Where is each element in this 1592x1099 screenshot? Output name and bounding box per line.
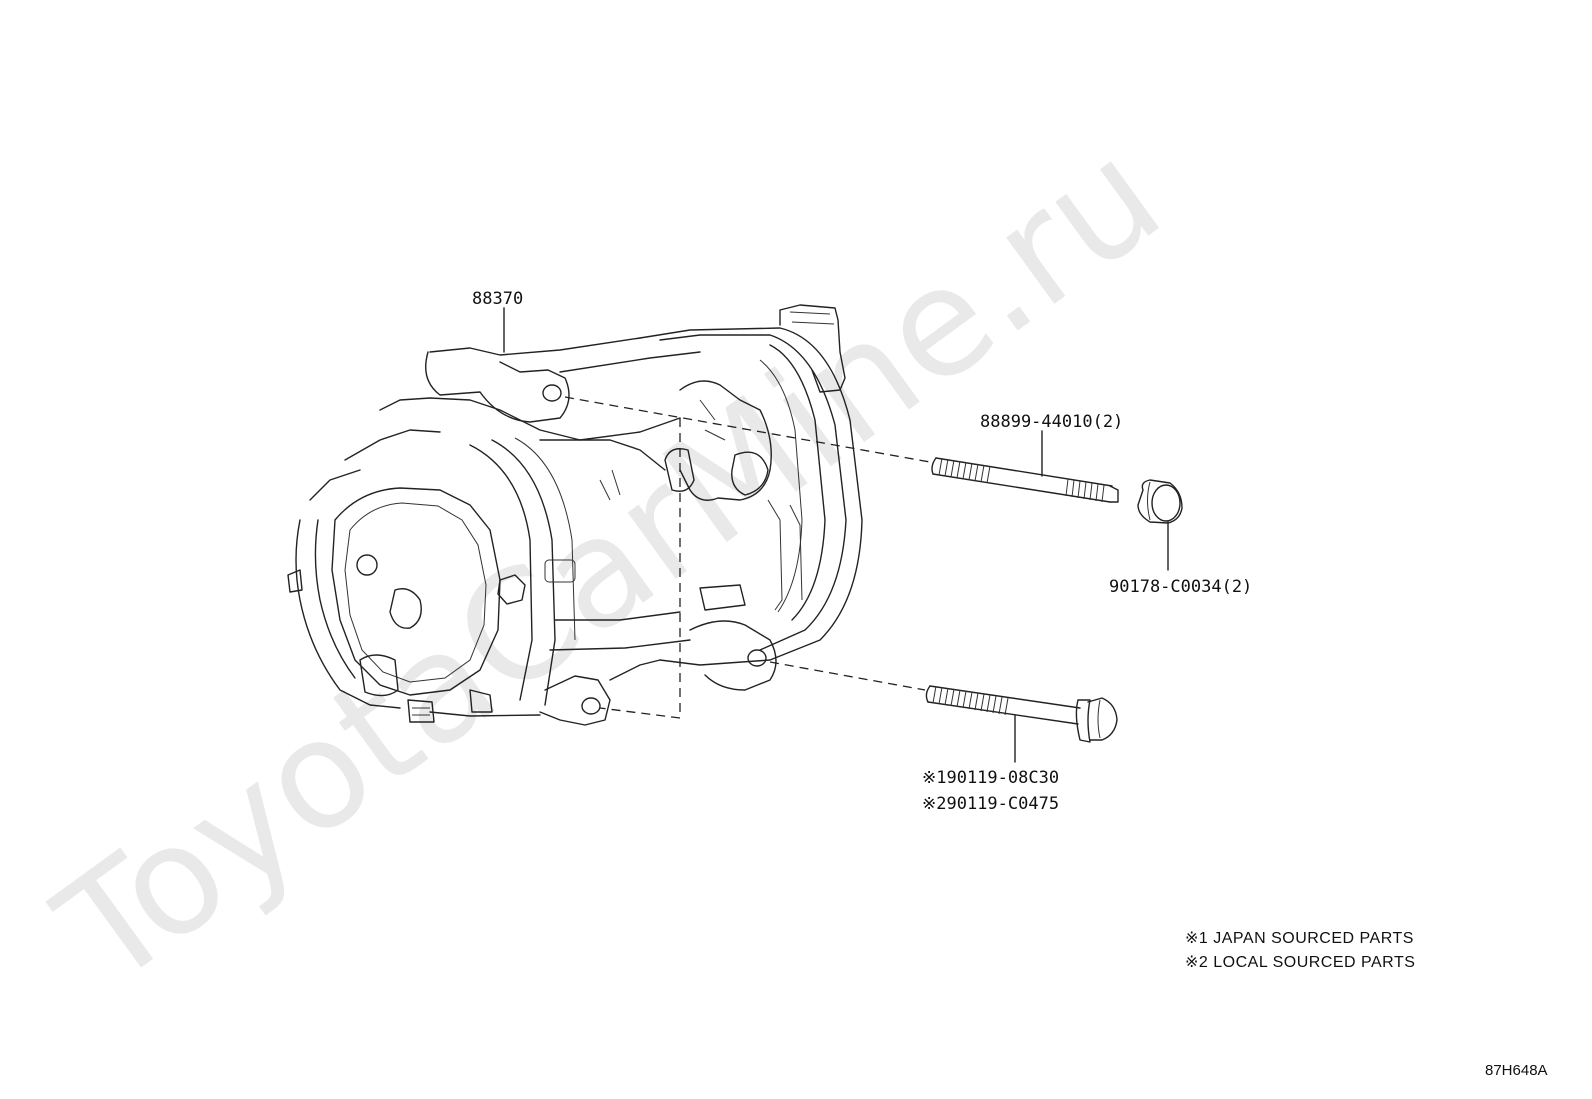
label-bolt-japan[interactable]: ※190119-08C30 (922, 768, 1059, 788)
legend-note-local: ※2 LOCAL SOURCED PARTS (1185, 954, 1415, 971)
label-bolt-local[interactable]: ※290119-C0475 (922, 794, 1059, 814)
label-compressor[interactable]: 88370 (472, 289, 523, 309)
watermark: ToyotaCarMine.ru (28, 108, 1191, 1020)
label-nut[interactable]: 90178-C0034(2) (1109, 577, 1252, 597)
stud-bolt-drawing[interactable] (931, 457, 1119, 503)
compressor-drawing[interactable] (287, 304, 863, 726)
legend-note-japan: ※1 JAPAN SOURCED PARTS (1185, 930, 1414, 947)
mounting-dashed-lines (564, 396, 931, 719)
nut-drawing[interactable] (1137, 479, 1183, 524)
diagram-code: 87H648A (1485, 1062, 1548, 1079)
leader-lines (503, 307, 1169, 763)
label-stud-bolt[interactable]: 88899-44010(2) (980, 412, 1123, 432)
flange-bolt-drawing[interactable] (925, 685, 1118, 743)
